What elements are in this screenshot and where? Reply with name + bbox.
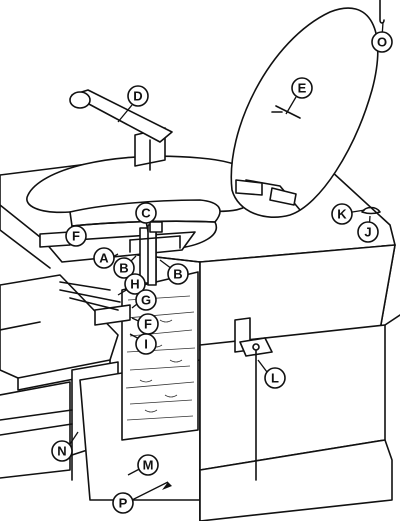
- compost-material: [121, 271, 199, 441]
- label-h-text: H: [130, 277, 139, 292]
- label-a-text: A: [99, 251, 109, 266]
- label-e: E: [291, 77, 313, 99]
- label-d: D: [127, 85, 149, 107]
- label-f-top: F: [65, 225, 87, 247]
- label-d-text: D: [133, 89, 142, 104]
- label-h: H: [124, 273, 146, 295]
- label-n: N: [51, 440, 73, 462]
- label-p-text: P: [119, 496, 128, 511]
- right-cabinet: [199, 314, 400, 521]
- label-f-top-text: F: [72, 229, 80, 244]
- label-j-text: J: [364, 225, 371, 240]
- left-platform: [0, 274, 119, 479]
- label-c-text: C: [141, 206, 151, 221]
- label-i: I: [135, 333, 157, 355]
- label-l: L: [264, 367, 286, 389]
- label-m-text: M: [143, 458, 154, 473]
- label-b-left-text: B: [119, 261, 128, 276]
- label-f-mid: F: [137, 313, 159, 335]
- label-g: G: [135, 289, 157, 311]
- label-m: M: [137, 454, 159, 476]
- seat-ring: [26, 155, 259, 249]
- label-b-right: B: [167, 263, 189, 285]
- label-a: A: [93, 247, 115, 269]
- label-k: K: [331, 203, 353, 225]
- label-p: P: [112, 492, 134, 514]
- label-c: C: [135, 202, 157, 224]
- hooks: [361, 0, 385, 215]
- label-f-mid-text: F: [144, 317, 152, 332]
- label-k-text: K: [337, 207, 347, 222]
- label-b-left: B: [113, 257, 135, 279]
- rod-bracket: [234, 317, 273, 481]
- support-brackets: [39, 231, 131, 326]
- label-i-text: I: [144, 337, 148, 352]
- label-g-text: G: [141, 293, 151, 308]
- label-o-text: O: [377, 35, 387, 50]
- label-b-right-text: B: [173, 267, 182, 282]
- label-e-text: E: [298, 81, 307, 96]
- lid-hinge: [235, 179, 297, 206]
- label-o: O: [371, 31, 393, 53]
- label-n-text: N: [57, 444, 66, 459]
- vent-pipe: [69, 89, 173, 171]
- label-j: J: [357, 221, 379, 243]
- label-l-text: L: [271, 371, 279, 386]
